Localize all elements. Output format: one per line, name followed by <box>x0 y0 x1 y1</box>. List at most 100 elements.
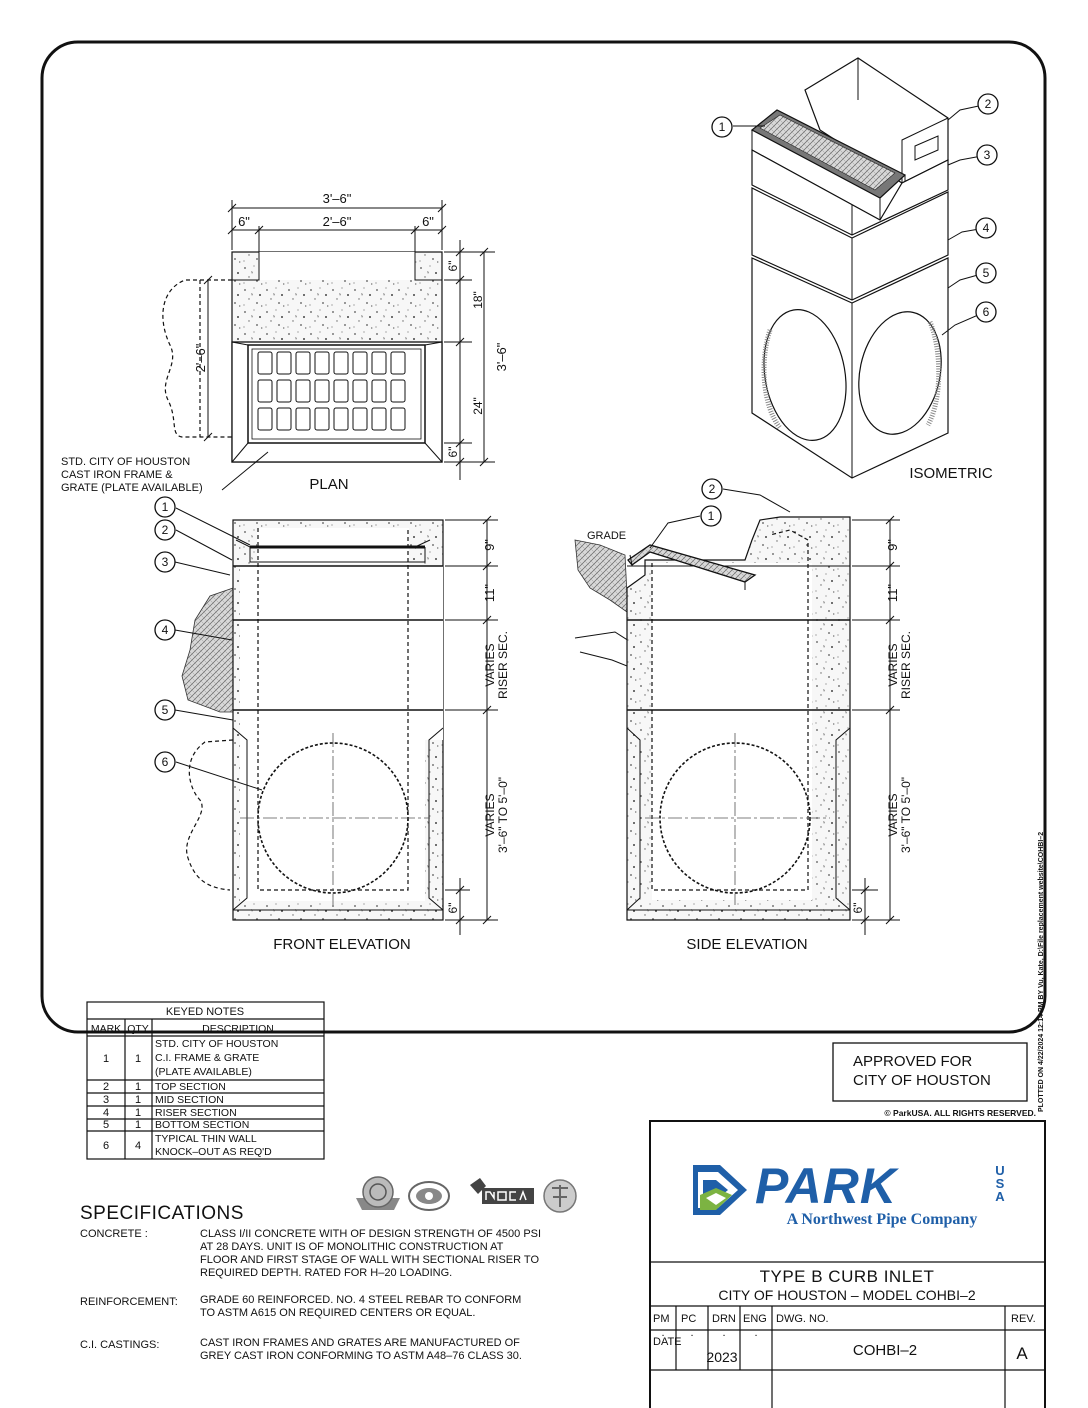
dwg-no-label: DWG. NO. <box>776 1313 829 1325</box>
keyed-notes-header-qty: QTY <box>127 1023 149 1035</box>
keyed-notes-header-mark: MARK <box>91 1023 121 1035</box>
logo-usa-s: S <box>996 1176 1005 1191</box>
keyed-note-mark: 3 <box>103 1094 109 1106</box>
role-value-eng: . <box>754 1327 757 1339</box>
spec-line: TO ASTM A615 ON REQUIRED CENTERS OR EQUA… <box>200 1307 475 1319</box>
plan-dim-right-wall: 6" <box>422 214 434 229</box>
side-dim-floor: 6" <box>851 903 865 914</box>
keyed-note-desc: KNOCK–OUT AS REQ'D <box>155 1146 272 1158</box>
callout-bubble <box>975 301 997 323</box>
keyed-note-desc: BOTTOM SECTION <box>155 1119 249 1131</box>
front-elevation-view <box>174 507 498 935</box>
keyed-note-qty: 1 <box>135 1107 141 1119</box>
spec-label-castings: C.I. CASTINGS: <box>80 1339 159 1351</box>
grate-slots <box>257 351 406 431</box>
plan-title: PLAN <box>309 476 348 493</box>
side-dim-varies-2: 3'–6" TO 5'–0" <box>899 777 913 853</box>
callout-1: 1 <box>162 500 169 514</box>
rev-label: REV. <box>1011 1313 1036 1325</box>
callout-5: 5 <box>162 703 169 717</box>
keyed-note-desc: C.I. FRAME & GRATE <box>155 1052 259 1064</box>
callout-bubble <box>701 478 723 500</box>
drawing-title: TYPE B CURB INLET <box>760 1267 935 1286</box>
front-dim-mid: 11" <box>482 584 497 602</box>
plan-dim-left-wall: 6" <box>238 214 250 229</box>
role-label-pm: PM <box>653 1313 670 1325</box>
keyed-notes-header-desc: DESCRIPTION <box>202 1023 274 1035</box>
keyed-note-mark: 4 <box>103 1107 109 1119</box>
callout-bubble <box>154 619 176 641</box>
spec-line: REQUIRED DEPTH. RATED FOR H–20 LOADING. <box>200 1267 452 1279</box>
spec-line: FLOOR AND FIRST STAGE OF WALL WITH SECTI… <box>200 1254 539 1266</box>
plan-dim-right-18: 18" <box>471 291 485 309</box>
keyed-notes-title: KEYED NOTES <box>166 1006 244 1018</box>
role-label-drn: DRN <box>712 1313 736 1325</box>
isometric-title: ISOMETRIC <box>909 465 993 482</box>
keyed-note-desc: STD. CITY OF HOUSTON <box>155 1038 278 1050</box>
keyed-note-mark: 1 <box>103 1053 109 1065</box>
callout-bubble <box>154 751 176 773</box>
plan-dim-pipe: 2'–6" <box>193 343 208 372</box>
callout-bubble <box>975 262 997 284</box>
callout-3: 3 <box>984 148 991 162</box>
drawing-subtitle: CITY OF HOUSTON – MODEL COHBI–2 <box>718 1287 975 1303</box>
front-dim-floor: 6" <box>446 903 460 914</box>
keyed-note-qty: 1 <box>135 1053 141 1065</box>
front-dim-top: 9" <box>482 539 497 551</box>
date-value: 2023 <box>706 1349 737 1365</box>
parkusa-logo <box>693 1165 747 1215</box>
callout-bubble <box>976 144 998 166</box>
side-dim-top: 9" <box>885 539 900 551</box>
callout-6: 6 <box>162 755 169 769</box>
spec-line: GREY CAST IRON CONFORMING TO ASTM A48–76… <box>200 1350 522 1362</box>
keyed-note-qty: 1 <box>135 1119 141 1131</box>
spec-line: CAST IRON FRAMES AND GRATES ARE MANUFACT… <box>200 1337 520 1349</box>
callout-bubble <box>711 116 733 138</box>
callout-2: 2 <box>709 482 716 496</box>
role-label-eng: ENG <box>743 1313 767 1325</box>
keyed-note-desc: TYPICAL THIN WALL <box>155 1133 257 1145</box>
approval-box <box>832 1042 1028 1102</box>
date-label: DATE <box>653 1336 682 1348</box>
sheet-border <box>40 40 1047 1034</box>
dwg-no-value: COHBI–2 <box>853 1342 917 1359</box>
front-dim-riser-1: VARIES <box>483 643 497 686</box>
callout-6: 6 <box>983 305 990 319</box>
cert-npca-icon <box>470 1178 534 1204</box>
plan-dim-right-24: 24" <box>471 397 485 415</box>
spec-line: CLASS I/II CONCRETE WITH OF DESIGN STREN… <box>200 1228 541 1240</box>
side-dim-varies-1: VARIES <box>886 793 900 836</box>
logo-park-text: PARK <box>755 1158 900 1214</box>
callout-bubble <box>154 699 176 721</box>
approval-line-2: CITY OF HOUSTON <box>853 1072 991 1089</box>
front-dim-varies-1: VARIES <box>483 793 497 836</box>
side-dim-riser-1: VARIES <box>886 643 900 686</box>
side-dim-mid: 11" <box>885 584 900 602</box>
keyed-note-desc: TOP SECTION <box>155 1081 226 1093</box>
keyed-note-qty: 4 <box>135 1140 141 1152</box>
callout-bubble <box>977 93 999 115</box>
plan-frame-note-3: GRATE (PLATE AVAILABLE) <box>61 482 203 494</box>
plan-dim-overall-depth: 3'–6" <box>494 342 509 371</box>
cert-eye-icon <box>408 1181 450 1211</box>
callout-4: 4 <box>162 623 169 637</box>
plan-dim-right-bottom: 6" <box>446 447 460 458</box>
callout-1: 1 <box>708 509 715 523</box>
keyed-notes-table <box>86 1001 325 1160</box>
plan-frame-note-2: CAST IRON FRAME & <box>61 469 173 481</box>
keyed-note-mark: 6 <box>103 1140 109 1152</box>
keyed-note-qty: 1 <box>135 1094 141 1106</box>
side-grade-label: GRADE <box>587 530 626 542</box>
logo-usa-u: U <box>995 1163 1004 1178</box>
keyed-note-desc: (PLATE AVAILABLE) <box>155 1066 252 1078</box>
keyed-note-mark: 2 <box>103 1081 109 1093</box>
keyed-note-qty: 1 <box>135 1081 141 1093</box>
callout-4: 4 <box>983 221 990 235</box>
plan-view <box>162 200 495 491</box>
cert-seal-icon <box>356 1176 400 1210</box>
plan-frame-note-1: STD. CITY OF HOUSTON <box>61 456 190 468</box>
spec-line: AT 28 DAYS. UNIT IS OF MONOLITHIC CONSTR… <box>200 1241 504 1253</box>
role-value-pc: . <box>690 1327 693 1339</box>
keyed-note-mark: 5 <box>103 1119 109 1131</box>
